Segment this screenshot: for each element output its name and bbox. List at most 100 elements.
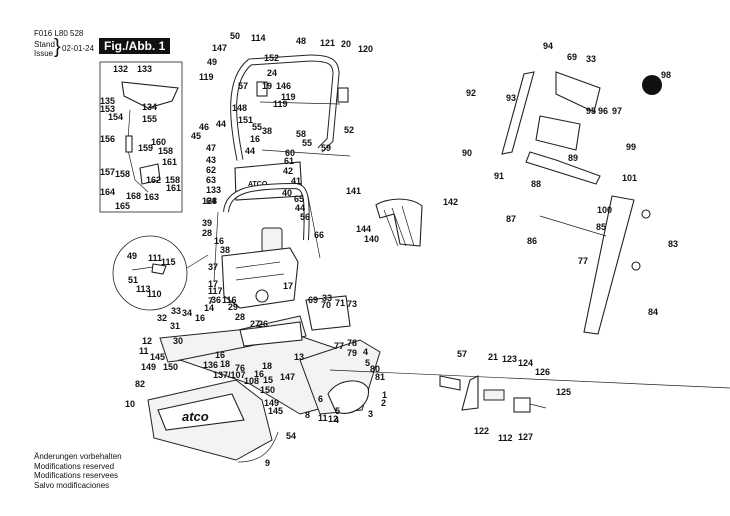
footer-line: Modifications reservees: [34, 471, 119, 480]
part-number-label: 87: [506, 214, 516, 224]
part-number-label: 76: [235, 363, 245, 373]
part-number-label: 97: [612, 106, 622, 116]
part-number-label: 148: [232, 103, 247, 113]
part-number-label: 77: [578, 256, 588, 266]
part-number-label: 90: [462, 148, 472, 158]
part-number-label: 156: [100, 134, 115, 144]
part-number-label: 70: [321, 300, 331, 310]
footer-line: Salvo modificaciones: [34, 480, 110, 490]
figure-title: Fig./Abb. 1: [99, 38, 171, 54]
grass-box: atco: [147, 379, 279, 463]
part-number-label: 115: [161, 257, 176, 267]
part-number-label: 28: [235, 312, 245, 322]
part-number-label: 26: [258, 319, 268, 329]
footer-notes: Änderungen vorbehalten Modifications res…: [34, 452, 122, 490]
part-number-label: 45: [191, 131, 201, 141]
part-number-label: 84: [648, 307, 658, 317]
footer-line: Modifications reserved: [34, 461, 115, 471]
part-number-label: 50: [230, 31, 240, 41]
part-number-label: 160: [151, 137, 166, 147]
guard: [375, 198, 423, 247]
part-number-label: 18: [220, 359, 230, 369]
part-number-label: 150: [163, 362, 178, 372]
part-number-label: 140: [364, 234, 379, 244]
part-number-label: 116: [222, 295, 237, 305]
part-number-label: 18: [262, 361, 272, 371]
part-number-label: 46: [199, 122, 209, 132]
part-number-label: 146: [276, 81, 291, 91]
part-number-label: 154: [108, 112, 123, 122]
part-number-label: 73: [347, 299, 357, 309]
part-number-label: 145: [150, 352, 165, 362]
part-number-label: 149: [141, 362, 156, 372]
part-number-label: 81: [375, 372, 385, 382]
part-number-label: 161: [166, 183, 181, 193]
part-number-label: 5: [365, 358, 370, 368]
part-number-label: 99: [626, 142, 636, 152]
part-number-label: 110: [147, 289, 162, 299]
part-number-label: 119: [199, 72, 214, 82]
part-number-label: 11: [318, 413, 328, 423]
part-number-label: 40: [282, 188, 292, 198]
part-number-label: 14: [204, 303, 214, 313]
part-number-label: 56: [300, 212, 310, 222]
part-number-label: 38: [220, 245, 230, 255]
part-number-label: 155: [142, 114, 157, 124]
part-number-label: 71: [335, 298, 345, 308]
part-number-label: 152: [264, 53, 279, 63]
part-number-label: 52: [344, 125, 354, 135]
issue-date: 02-01-24: [62, 44, 95, 53]
part-number-label: 5: [335, 406, 340, 416]
part-number-label: 119: [273, 99, 288, 109]
part-number-label: 114: [251, 33, 266, 43]
part-number-label: 21: [488, 352, 498, 362]
inset-cable-circle: [112, 235, 209, 311]
part-number-label: 16: [254, 369, 264, 379]
part-number-label: 165: [115, 201, 130, 211]
part-number-label: 27: [250, 319, 260, 329]
part-number-label: 159: [138, 143, 153, 153]
engine: [221, 227, 299, 309]
part-number-label: 54: [286, 431, 296, 441]
part-number-label: 119: [281, 92, 296, 102]
part-number-label: 4: [363, 347, 368, 357]
part-number-label: 49: [127, 251, 137, 261]
part-number-label: 98: [661, 70, 671, 80]
part-number-label: 16: [250, 134, 260, 144]
part-number-label: 158: [158, 146, 173, 156]
part-number-label: 37: [208, 262, 218, 272]
part-number-label: 10: [125, 399, 135, 409]
part-number-label: 133: [206, 185, 221, 195]
part-number-label: 49: [207, 57, 217, 67]
part-number-label: 124: [518, 358, 533, 368]
brace-icon: }: [54, 36, 61, 58]
part-number-label: 33: [171, 306, 181, 316]
height-adjuster: [501, 71, 662, 335]
doc-number: F016 L80 528: [34, 29, 84, 38]
part-number-label: 145: [268, 406, 283, 416]
part-number-label: 112: [498, 433, 513, 443]
part-number-label: 100: [597, 205, 612, 215]
part-number-label: 51: [128, 275, 138, 285]
part-number-label: 147: [212, 43, 227, 53]
clutch-assembly: [439, 375, 547, 413]
part-number-label: 82: [135, 379, 145, 389]
part-number-label: 2: [381, 398, 386, 408]
part-number-label: 57: [457, 349, 467, 359]
part-number-label: 33: [322, 293, 332, 303]
part-number-label: 64: [206, 196, 216, 206]
part-number-label: 17: [283, 281, 293, 291]
part-number-label: 113: [136, 284, 151, 294]
part-number-label: 142: [443, 197, 458, 207]
part-number-label: 1: [382, 390, 387, 400]
part-number-label: 88: [531, 179, 541, 189]
part-number-label: 44: [295, 203, 305, 213]
part-number-label: 60: [285, 148, 295, 158]
part-number-label: 132: [113, 64, 128, 74]
part-number-label: 55: [252, 122, 262, 132]
part-number-label: 48: [296, 36, 306, 46]
part-number-label: 28: [202, 228, 212, 238]
part-number-label: 41: [291, 176, 301, 186]
